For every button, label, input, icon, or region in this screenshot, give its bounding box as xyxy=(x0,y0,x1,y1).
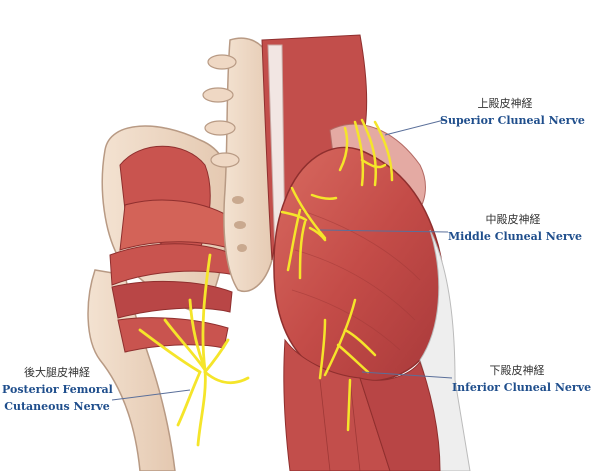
label-middle-jp: 中殿皮神経 xyxy=(485,213,541,226)
label-inferior-jp: 下殿皮神経 xyxy=(489,364,545,377)
label-posterior-en-2: Cutaneous Nerve xyxy=(4,400,110,413)
pointer-middle xyxy=(319,229,449,233)
deep-rotators xyxy=(109,199,236,353)
label-superior-cluneal-nerve: 上殿皮神経 Superior Cluneal Nerve xyxy=(440,95,585,129)
label-middle-en: Middle Cluneal Nerve xyxy=(448,230,583,243)
pointer-posterior xyxy=(111,389,191,401)
label-inferior-en: Inferior Cluneal Nerve xyxy=(452,381,592,394)
pointer-lines xyxy=(111,119,453,401)
label-inferior-cluneal-nerve: 下殿皮神経 Inferior Cluneal Nerve xyxy=(452,362,592,396)
pointer-superior xyxy=(384,119,445,136)
label-posterior-femoral-cutaneous-nerve: 後大腿皮神経 Posterior Femoral Cutaneous Nerve xyxy=(2,364,113,415)
pointer-inferior xyxy=(361,371,453,379)
posterior-femoral-cutaneous-nerve xyxy=(138,253,250,447)
middle-cluneal-nerve xyxy=(280,186,338,280)
label-superior-en: Superior Cluneal Nerve xyxy=(440,114,585,127)
label-posterior-jp: 後大腿皮神経 xyxy=(24,366,90,379)
inferior-cluneal-nerve xyxy=(318,298,377,432)
label-posterior-en-1: Posterior Femoral xyxy=(2,383,113,396)
superior-cluneal-nerve xyxy=(338,118,394,187)
hamstrings xyxy=(283,338,441,471)
label-superior-jp: 上殿皮神経 xyxy=(477,97,533,110)
label-middle-cluneal-nerve: 中殿皮神経 Middle Cluneal Nerve xyxy=(448,211,583,245)
